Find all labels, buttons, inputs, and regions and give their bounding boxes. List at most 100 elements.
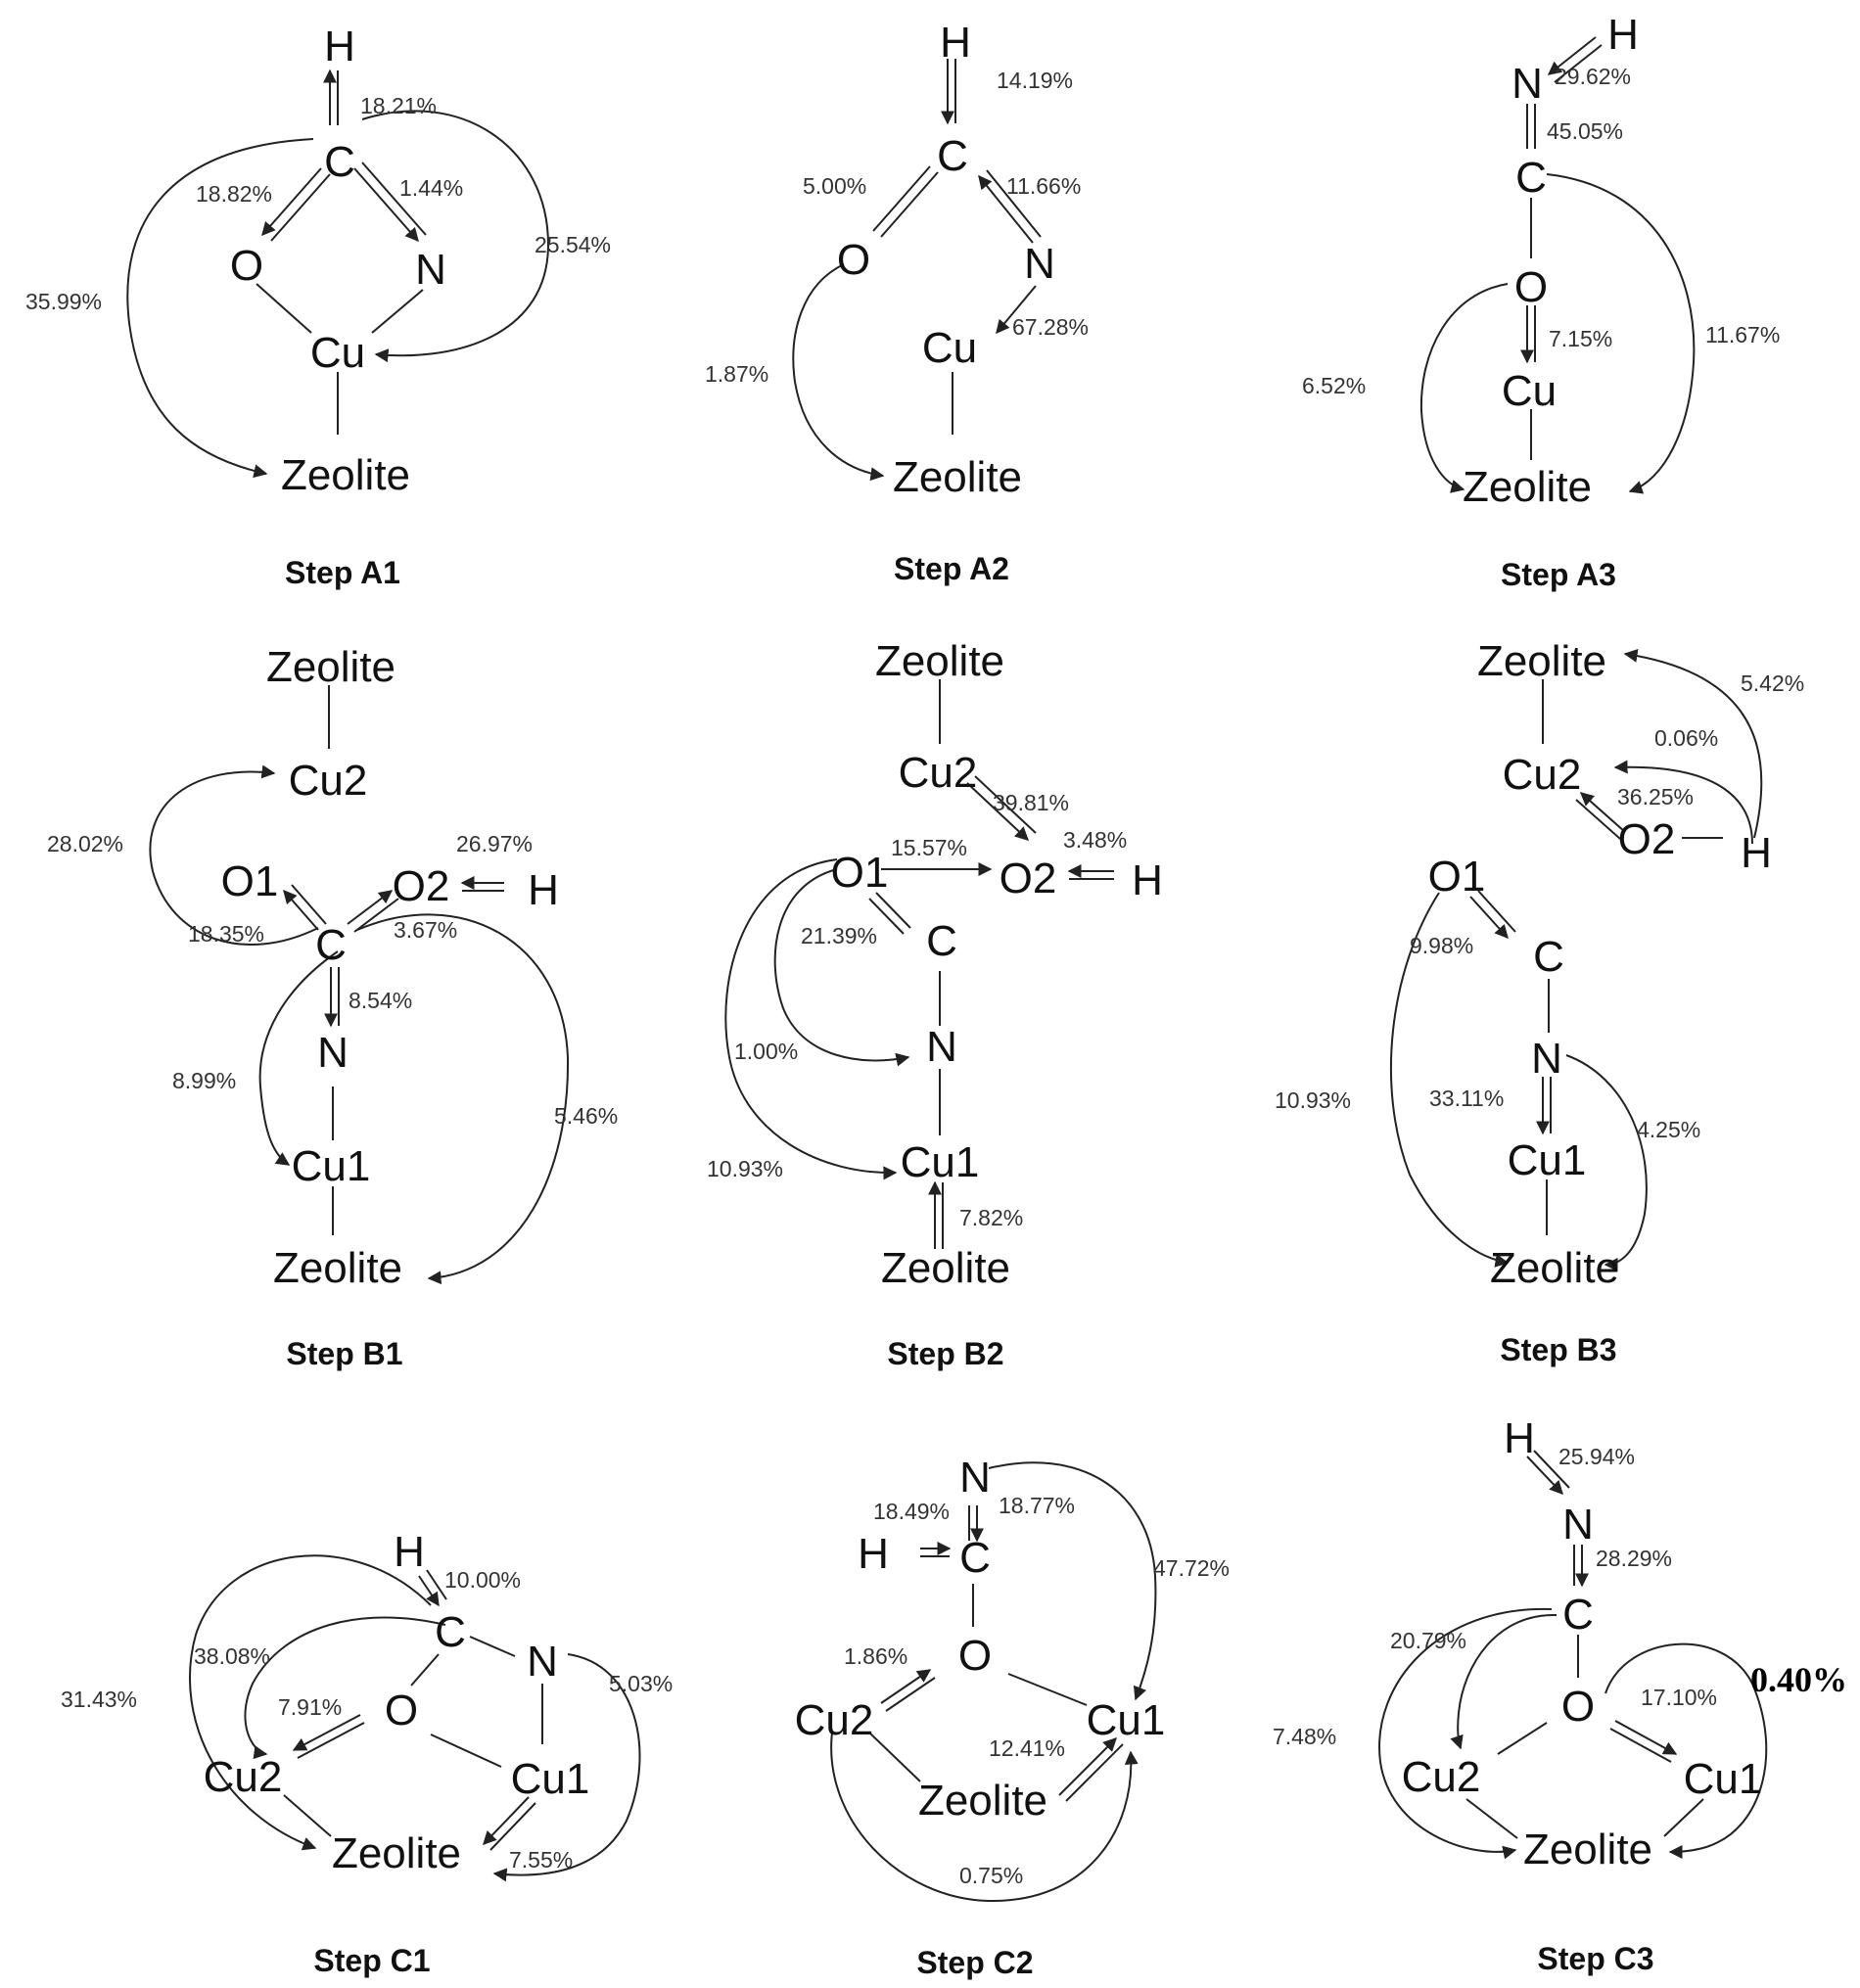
atom-cu1: Cu1: [1087, 1696, 1166, 1744]
atom-zeolite: Zeolite: [881, 1244, 1010, 1292]
step-caption: Step A3: [1501, 557, 1616, 592]
atom-o: O: [837, 236, 870, 284]
pct-label: 35.99%: [25, 289, 102, 314]
atom-cu: Cu: [310, 329, 365, 377]
atom-c: C: [1562, 1591, 1594, 1639]
pct-label: 1.44%: [399, 175, 463, 201]
pct-label: 17.10%: [1641, 1685, 1717, 1710]
atom-zeolite: Zeolite: [918, 1777, 1047, 1825]
pct-label: 28.02%: [47, 831, 123, 856]
atom-c: C: [324, 138, 355, 186]
atom-cu2: Cu2: [1503, 751, 1582, 799]
step-caption: Step C1: [313, 1943, 430, 1978]
atom-cu2: Cu2: [795, 1696, 874, 1744]
pct-label: 1.87%: [705, 361, 768, 387]
step-caption: Step B3: [1500, 1332, 1616, 1367]
pct-label: 1.00%: [734, 1039, 798, 1064]
atom-h: H: [858, 1530, 889, 1578]
step-a2: H C O N Cu Zeolite 14.19% 5.00% 11.66% 6…: [705, 19, 1089, 586]
atom-o: O: [230, 242, 263, 290]
step-a3: N H C O Cu Zeolite 29.62% 45.05% 7.15% 1…: [1302, 11, 1780, 592]
pct-label: 7.48%: [1273, 1724, 1336, 1749]
pct-label: 7.55%: [509, 1847, 573, 1872]
atom-h: H: [324, 23, 355, 70]
atom-cu1: Cu1: [1684, 1755, 1763, 1803]
pct-label: 47.72%: [1153, 1555, 1230, 1581]
pct-label: 12.41%: [989, 1735, 1065, 1761]
pct-label: 18.49%: [873, 1499, 950, 1524]
pct-label: 14.19%: [997, 68, 1073, 93]
pct-label: 29.62%: [1555, 64, 1631, 89]
step-b1: Zeolite Cu2 O1 O2 H C N Cu1 Zeolite 28.0…: [47, 643, 618, 1371]
pct-label: 11.67%: [1705, 322, 1780, 347]
step-caption: Step B1: [286, 1336, 402, 1371]
atom-h: H: [1504, 1414, 1535, 1462]
atom-zeolite: Zeolite: [281, 451, 410, 499]
pct-label: 3.67%: [394, 917, 457, 943]
atom-h: H: [1741, 829, 1772, 877]
pct-label: 18.82%: [196, 181, 272, 207]
atom-c: C: [315, 921, 347, 969]
atom-n: N: [926, 1023, 957, 1071]
pct-label: 5.00%: [803, 173, 866, 199]
pct-label: 8.99%: [172, 1068, 236, 1093]
atom-c: C: [1533, 933, 1564, 981]
pct-label: 9.98%: [1410, 933, 1473, 958]
atom-o2: O2: [393, 862, 450, 910]
atom-c: C: [926, 917, 957, 965]
atom-h: H: [1132, 856, 1163, 904]
pct-label: 21.39%: [801, 923, 877, 948]
atom-zeolite: Zeolite: [875, 637, 1004, 685]
pct-label: 11.66%: [1006, 173, 1081, 199]
atom-zeolite: Zeolite: [1490, 1244, 1619, 1292]
atom-c: C: [1515, 154, 1547, 202]
pct-label: 0.06%: [1654, 725, 1718, 751]
pct-label: 5.42%: [1741, 670, 1804, 696]
pct-label: 10.00%: [444, 1567, 521, 1593]
pct-label: 7.91%: [278, 1694, 342, 1720]
step-a1: H C O N Cu Zeolite 18.21% 18.82% 1.44% 2…: [25, 23, 611, 590]
pct-label: 33.11%: [1429, 1086, 1504, 1111]
atom-zeolite: Zeolite: [266, 643, 395, 691]
pct-label: 4.25%: [1637, 1117, 1700, 1142]
atom-cu1: Cu1: [901, 1138, 980, 1186]
pct-label: 8.54%: [349, 988, 412, 1013]
atom-zeolite: Zeolite: [273, 1244, 402, 1292]
pct-label: 10.93%: [1275, 1087, 1351, 1113]
atom-o: O: [1514, 263, 1548, 311]
atom-o2: O2: [1000, 855, 1057, 902]
pct-label: 28.29%: [1596, 1546, 1672, 1571]
step-caption: Step C3: [1537, 1941, 1653, 1976]
step-b3: Zeolite Cu2 O2 H O1 C N Cu1 Zeolite 5.42…: [1275, 637, 1804, 1367]
pct-label: 0.40%: [1750, 1660, 1847, 1699]
atom-o: O: [385, 1687, 418, 1734]
pct-label: 0.75%: [959, 1863, 1023, 1888]
pct-label: 7.82%: [959, 1205, 1023, 1230]
atom-n: N: [317, 1029, 349, 1077]
atom-h: H: [1607, 11, 1639, 59]
atom-h: H: [940, 19, 971, 67]
atom-o1: O1: [831, 849, 889, 897]
pct-label: 36.25%: [1617, 784, 1694, 809]
pct-label: 15.57%: [891, 835, 967, 860]
pct-label: 26.97%: [456, 831, 533, 856]
atom-h: H: [528, 866, 559, 914]
atom-n: N: [415, 246, 446, 294]
pct-label: 45.05%: [1547, 118, 1623, 144]
atom-cu: Cu: [1502, 367, 1557, 415]
pct-label: 18.77%: [999, 1493, 1075, 1518]
pct-label: 31.43%: [61, 1687, 137, 1712]
atom-cu1: Cu1: [511, 1755, 590, 1803]
step-caption: Step A1: [285, 555, 400, 590]
pct-label: 39.81%: [993, 790, 1069, 815]
atom-n: N: [1531, 1035, 1562, 1083]
atom-zeolite: Zeolite: [1463, 463, 1592, 511]
pct-label: 10.93%: [707, 1156, 783, 1181]
pct-label: 6.52%: [1302, 373, 1366, 398]
atom-zeolite: Zeolite: [1523, 1826, 1652, 1873]
pct-label: 5.46%: [554, 1103, 618, 1129]
pct-label: 7.15%: [1549, 326, 1612, 351]
atom-zeolite: Zeolite: [893, 453, 1022, 501]
pct-label: 18.21%: [360, 93, 437, 118]
